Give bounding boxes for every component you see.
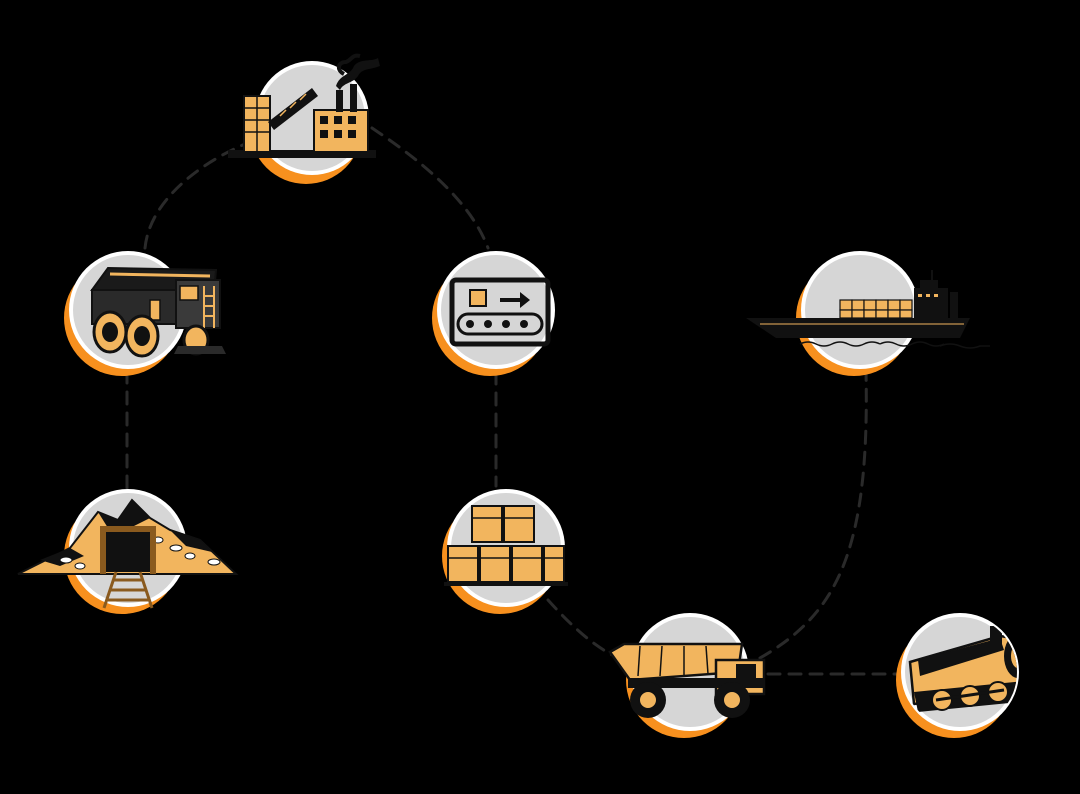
factory-icon: [228, 53, 380, 158]
stacked-boxes-icon: [444, 505, 568, 586]
node-conveyor: [432, 251, 555, 376]
conveyor-belt-icon: [449, 277, 551, 347]
dump-truck-icon: [608, 642, 766, 718]
node-ship: [746, 251, 990, 376]
mining-truck-icon: [90, 266, 226, 358]
mine-entrance-icon: [17, 498, 239, 609]
node-train: [896, 613, 1019, 738]
connector-mining-truck-to-factory: [143, 140, 252, 250]
node-mine: [17, 489, 239, 614]
connector-dump-truck-to-ship: [758, 370, 868, 660]
node-factory: [228, 53, 380, 184]
node-dump-truck: [608, 613, 766, 738]
steam-locomotive-icon: [908, 626, 1017, 712]
node-warehouse: [442, 489, 568, 614]
cargo-ship-icon: [746, 270, 990, 349]
connector-factory-to-conveyor: [370, 126, 490, 250]
node-mining-truck: [64, 251, 226, 376]
connectors: [125, 126, 900, 676]
